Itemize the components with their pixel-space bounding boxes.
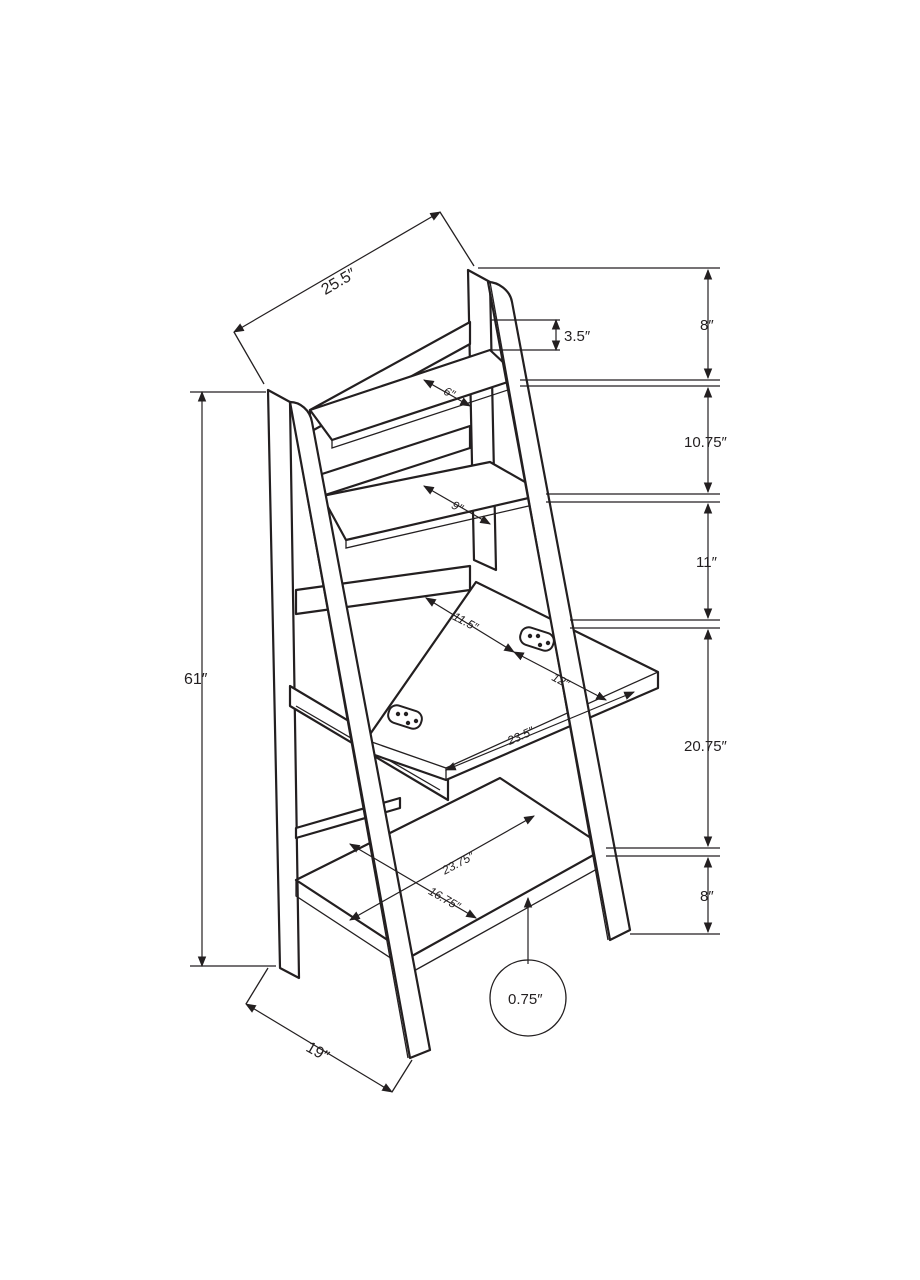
depth-label: 19″ (303, 1039, 332, 1066)
gap-third-label: 11″ (696, 554, 718, 571)
front-right-leg (486, 280, 632, 942)
furniture-drawing (266, 268, 660, 1060)
thickness-callout-circle (489, 959, 567, 1037)
rear-right-leg (466, 268, 498, 572)
gap-top-label: 8″ (700, 317, 714, 334)
gap-desk-label: 20.75″ (684, 738, 728, 755)
thickness-label: 0.75″ (508, 991, 543, 1008)
top-rail-label: 3.5″ (564, 328, 591, 345)
gap-bottom-label: 8″ (700, 888, 714, 905)
hinge-left (387, 704, 423, 730)
height-label: 61″ (184, 671, 208, 688)
rear-left-leg (266, 388, 301, 980)
hinge-right (519, 626, 555, 652)
desk-top (364, 580, 660, 782)
gap-second-label: 10.75″ (684, 434, 728, 451)
